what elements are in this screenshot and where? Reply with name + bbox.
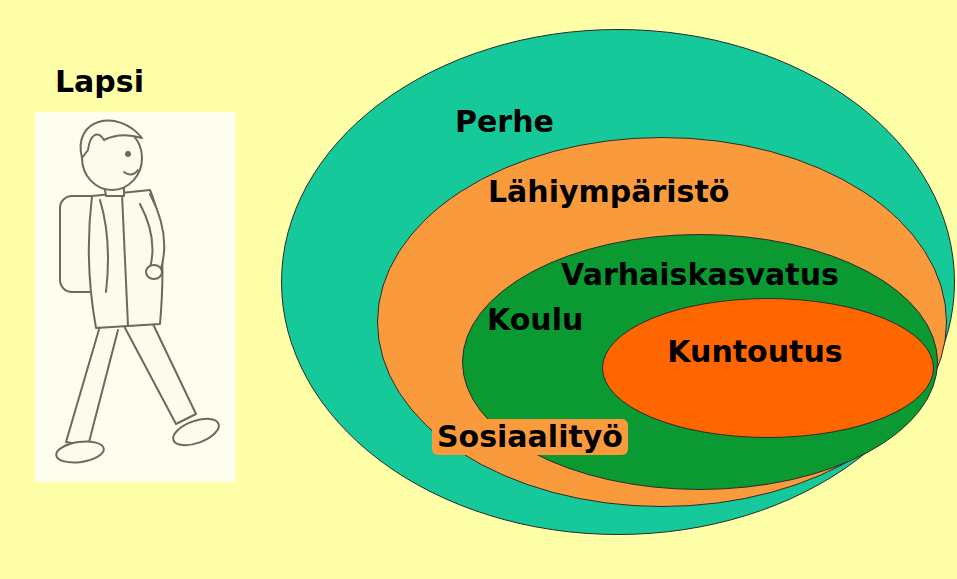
arm <box>140 194 164 272</box>
hand <box>146 265 162 279</box>
back-leg <box>66 326 118 446</box>
jacket-seam <box>122 194 128 326</box>
nested-ellipse: PerheLähiympäristöSosiaalityö Varhaiskasv… <box>281 29 955 535</box>
front-leg <box>124 322 196 424</box>
ring-label: Perhe <box>455 104 554 140</box>
ring-label: Sosiaalityö <box>432 419 628 455</box>
boy-figure <box>55 121 222 466</box>
ring-label: Kuntoutus <box>667 334 842 370</box>
eye <box>126 152 130 156</box>
figure-label: Lapsi <box>55 64 144 100</box>
backpack-strap <box>100 200 108 292</box>
ellipse-fill <box>603 299 934 438</box>
front-shoe <box>170 413 223 450</box>
nested-ellipse: LähiympäristöSosiaalityö VarhaiskasvatusK… <box>377 137 947 507</box>
ellipse-fill <box>282 30 955 535</box>
hair <box>81 121 142 158</box>
picture-ground <box>35 112 235 482</box>
back-shoe <box>55 439 105 465</box>
ring-label: Varhaiskasvatus <box>561 257 839 293</box>
ring-label: Koulu <box>487 302 583 338</box>
ellipse-fill <box>463 235 938 490</box>
ellipse-fill <box>378 138 947 507</box>
ring-label: Lähiympäristö <box>488 174 729 210</box>
nested-ellipse: Kuntoutus <box>602 298 934 438</box>
mouth <box>124 170 138 175</box>
